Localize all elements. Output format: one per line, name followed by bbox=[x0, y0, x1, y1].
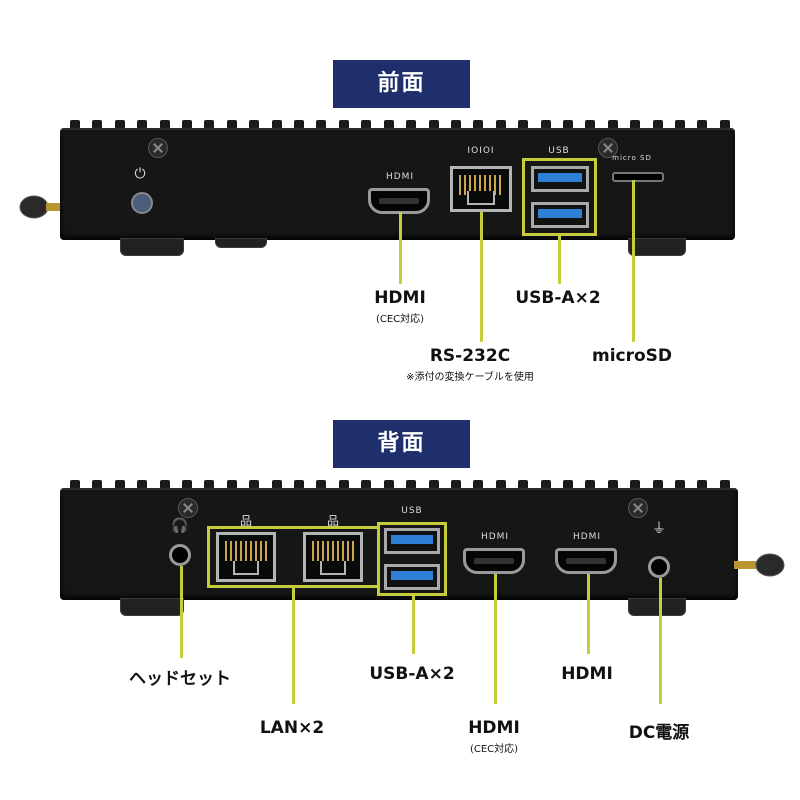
network-icon: 品 bbox=[326, 514, 340, 528]
usb-port bbox=[531, 202, 589, 228]
back-title: 背面 bbox=[333, 420, 470, 468]
screw-icon bbox=[148, 138, 168, 158]
callout-hdmi-note: (CEC対応) bbox=[375, 314, 425, 325]
usb-port-label: USB bbox=[401, 506, 423, 516]
screw-icon bbox=[178, 498, 198, 518]
power-icon: ⏻ bbox=[134, 166, 146, 182]
network-icon: 品 bbox=[239, 514, 253, 528]
headset-icon: 🎧 bbox=[171, 518, 189, 534]
headset-jack bbox=[169, 544, 191, 566]
callout-usb: USB-A×2 bbox=[515, 288, 601, 308]
callout-hdmi: HDMI bbox=[561, 664, 613, 684]
hdmi-port-label: HDMI bbox=[572, 532, 602, 542]
microsd-port-label: micro SD bbox=[612, 154, 652, 162]
callout-dc-power: DC電源 bbox=[628, 723, 690, 743]
usb-port bbox=[384, 564, 440, 590]
dc-power-icon: ⏚ bbox=[652, 521, 666, 537]
callout-rs232c: RS-232C bbox=[429, 346, 511, 366]
lan-port bbox=[303, 532, 363, 582]
callout-usb: USB-A×2 bbox=[369, 664, 455, 684]
hdmi-port bbox=[368, 188, 430, 214]
screw-icon bbox=[598, 138, 618, 158]
hdmi-port bbox=[555, 548, 617, 574]
microsd-slot bbox=[612, 172, 664, 182]
callout-lan: LAN×2 bbox=[259, 718, 325, 738]
hdmi-port bbox=[463, 548, 525, 574]
callout-headset: ヘッドセット bbox=[129, 669, 231, 689]
usb-highlight-box bbox=[377, 522, 447, 596]
screw-icon bbox=[628, 498, 648, 518]
hdmi-port-label: HDMI bbox=[480, 532, 510, 542]
callout-hdmi: HDMI bbox=[374, 288, 426, 308]
callout-hdmi-cec-note: (CEC対応) bbox=[469, 744, 519, 755]
front-title: 前面 bbox=[333, 60, 470, 108]
callout-microsd: microSD bbox=[591, 346, 673, 366]
rs232c-port bbox=[450, 166, 512, 212]
antenna-icon bbox=[19, 195, 68, 219]
power-button[interactable] bbox=[131, 192, 153, 214]
hdmi-port-label: HDMI bbox=[385, 172, 415, 182]
callout-rs232c-note: ※添付の変換ケーブルを使用 bbox=[406, 372, 534, 383]
usb-port bbox=[531, 166, 589, 192]
lan-port bbox=[216, 532, 276, 582]
usb-port bbox=[384, 528, 440, 554]
antenna-icon bbox=[734, 553, 785, 577]
usb-highlight-box bbox=[522, 158, 597, 236]
serial-port-label: IOIOI bbox=[467, 146, 495, 156]
dc-jack bbox=[648, 556, 670, 578]
usb-port-label: USB bbox=[548, 146, 570, 156]
callout-hdmi-cec: HDMI bbox=[468, 718, 520, 738]
